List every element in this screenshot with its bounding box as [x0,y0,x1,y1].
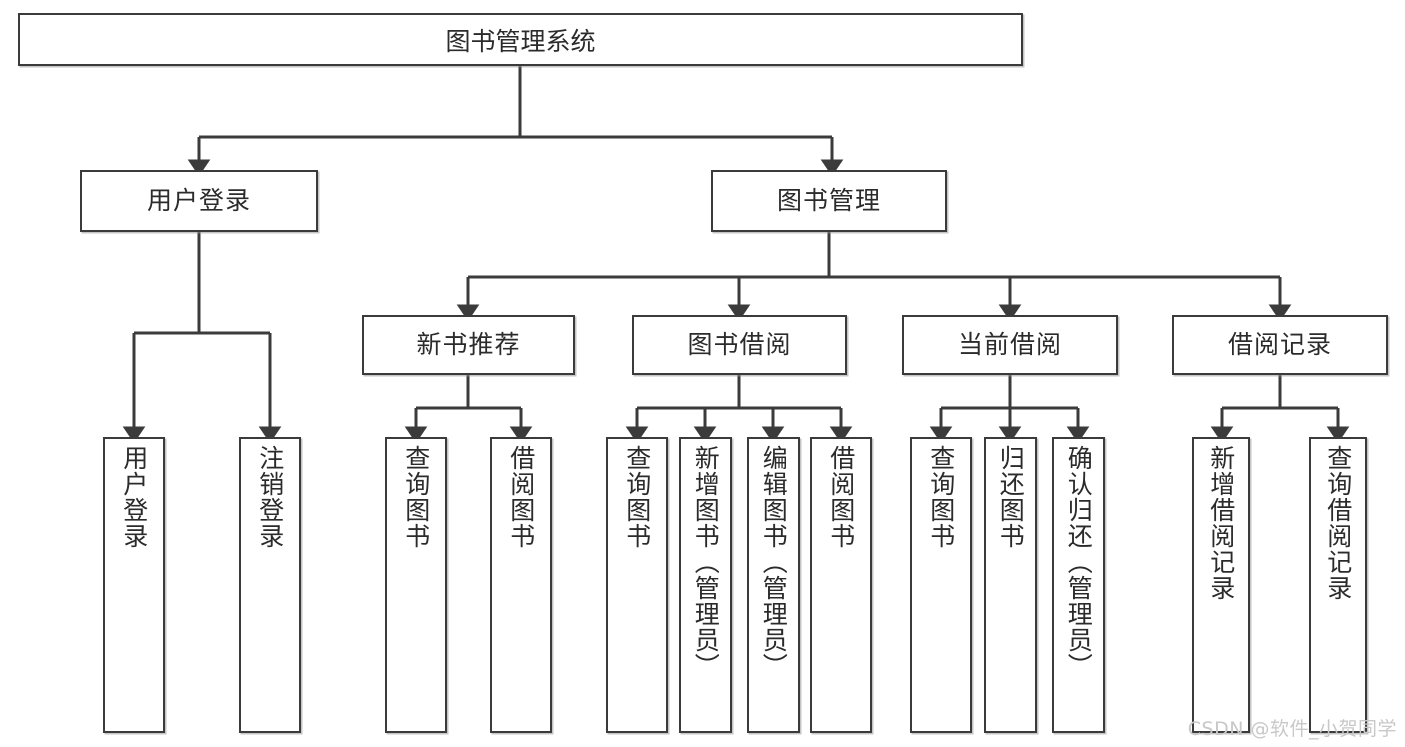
node-label: 借阅图书 [506,445,536,549]
node-label: 归还图书 [996,445,1026,549]
node-label: 借阅记录 [1227,330,1332,359]
leaf-query-book-recommend[interactable]: 查询图书 [385,437,447,733]
node-label: 确认归还（管理员） [1064,445,1094,679]
node-label: 查询借阅记录 [1323,445,1353,601]
node-label: 图书管理 [776,186,881,215]
csdn-watermark: CSDN @软件_小贺同学 [1187,718,1397,740]
node-label: 用户登录 [146,186,251,215]
node-current-borrow[interactable]: 当前借阅 [902,315,1118,375]
node-label: 编辑图书（管理员） [759,445,789,679]
leaf-query-book-current[interactable]: 查询图书 [910,437,972,733]
leaf-query-book-borrow[interactable]: 查询图书 [606,437,668,733]
node-user-login[interactable]: 用户登录 [80,170,318,232]
leaf-edit-book-admin[interactable]: 编辑图书（管理员） [747,437,800,733]
node-label: 借阅图书 [826,445,856,549]
node-label: 查询图书 [622,445,652,549]
node-new-book-recommend[interactable]: 新书推荐 [362,315,575,375]
leaf-user-login[interactable]: 用户登录 [103,437,165,733]
node-book-management[interactable]: 图书管理 [711,170,947,232]
leaf-confirm-return-admin[interactable]: 确认归还（管理员） [1052,437,1105,733]
node-label: 查询图书 [926,445,956,549]
node-book-borrow[interactable]: 图书借阅 [632,315,847,375]
leaf-borrow-book[interactable]: 借阅图书 [810,437,872,733]
node-label: 新书推荐 [416,330,521,359]
leaf-borrow-book-recommend[interactable]: 借阅图书 [490,437,552,733]
node-label: 当前借阅 [957,330,1062,359]
node-borrow-record[interactable]: 借阅记录 [1172,315,1388,375]
leaf-add-book-admin[interactable]: 新增图书（管理员） [679,437,732,733]
node-label: 图书管理系统 [445,26,596,56]
node-label: 图书借阅 [687,330,792,359]
node-label: 新增借阅记录 [1206,445,1236,601]
node-label: 用户登录 [119,445,149,549]
leaf-query-borrow-record[interactable]: 查询借阅记录 [1309,437,1367,733]
node-root-system[interactable]: 图书管理系统 [18,13,1023,66]
node-label: 新增图书（管理员） [691,445,721,679]
leaf-logout[interactable]: 注销登录 [239,437,301,733]
node-label: 注销登录 [255,445,285,549]
leaf-return-book[interactable]: 归还图书 [984,437,1037,733]
leaf-add-borrow-record[interactable]: 新增借阅记录 [1192,437,1250,733]
node-label: 查询图书 [401,445,431,549]
